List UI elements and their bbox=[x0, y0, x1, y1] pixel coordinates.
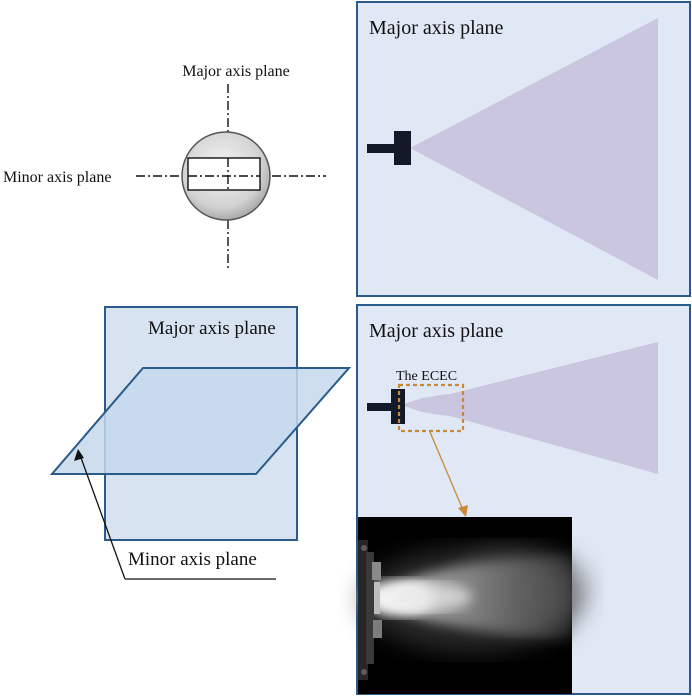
leader-arrowhead bbox=[74, 449, 84, 461]
ecec-callout-arrowhead bbox=[458, 505, 468, 517]
panel-bottom-right-title: Major axis plane bbox=[369, 320, 504, 342]
planes-minor-axis-label: Minor axis plane bbox=[128, 549, 257, 570]
ecec-label: The ECEC bbox=[396, 369, 457, 384]
nozzle-minor-axis-label: Minor axis plane bbox=[3, 169, 111, 186]
intersecting-planes: Major axis plane Minor axis plane bbox=[49, 306, 352, 580]
panel-bottom-right: Major axis plane The ECEC bbox=[356, 304, 691, 695]
nozzle-slot bbox=[187, 157, 261, 191]
panel-top-right: Major axis plane bbox=[356, 1, 691, 297]
minor-label-leader bbox=[79, 454, 126, 580]
spray-photo bbox=[358, 517, 590, 694]
ecec-highlight-box bbox=[397, 383, 465, 433]
injector-head bbox=[394, 131, 411, 165]
injector-stem bbox=[367, 144, 397, 153]
nozzle-major-axis-label: Major axis plane bbox=[182, 63, 290, 80]
planes-major-axis-label: Major axis plane bbox=[148, 318, 276, 339]
spray-cone-wide bbox=[410, 18, 658, 280]
nozzle-cross-section: Major axis plane Minor axis plane bbox=[3, 63, 326, 270]
ecec-injector-stem bbox=[367, 403, 394, 411]
panel-top-right-title: Major axis plane bbox=[369, 17, 504, 39]
ecec-callout-line bbox=[429, 431, 464, 511]
minor-plane-parallelogram bbox=[49, 367, 352, 475]
spray-with-ecec bbox=[404, 342, 658, 474]
